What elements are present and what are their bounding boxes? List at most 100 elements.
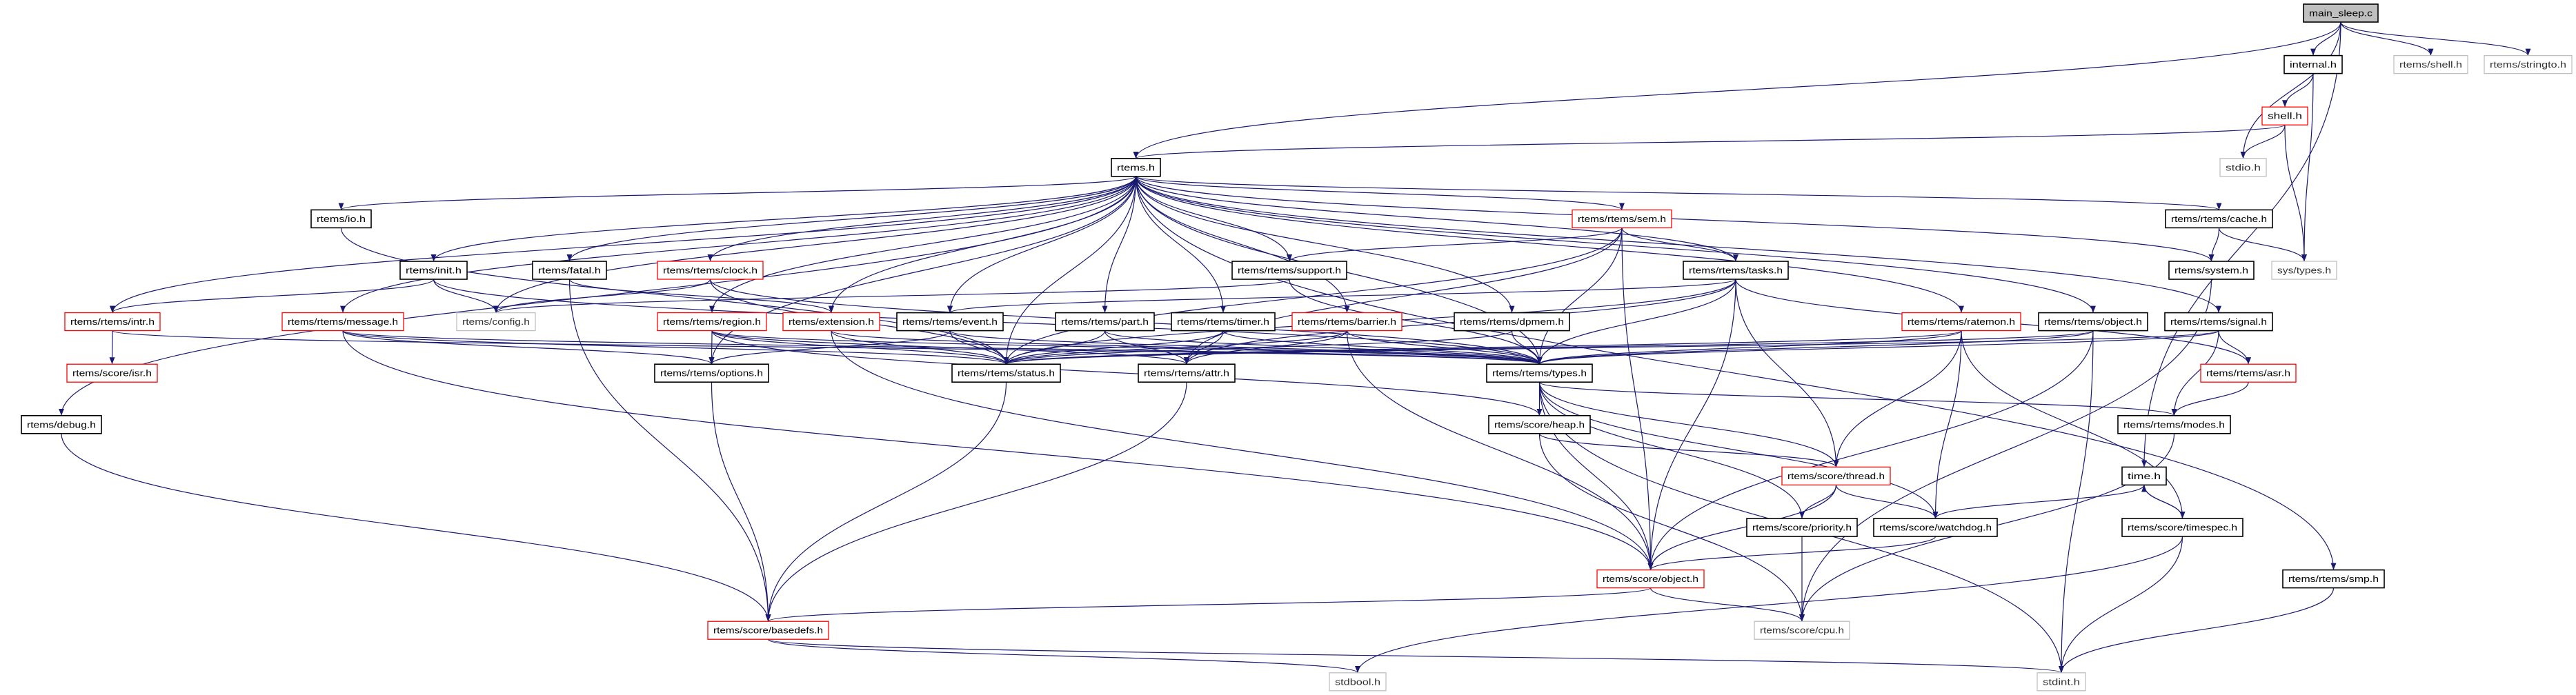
edge-rtems-system-h-to-rtems-score-cpu-h [1799, 279, 2212, 622]
edge-rtems-h-to-rtems-rtems-cache-h [1135, 176, 2221, 210]
node-rtems-rtems-timer-h[interactable]: rtems/rtems/timer.h [1171, 312, 1276, 332]
node-rtems-score-isr-h[interactable]: rtems/score/isr.h [66, 363, 158, 383]
node-rtems-debug-h[interactable]: rtems/debug.h [21, 414, 102, 434]
edge-rtems-rtems-support-h-to-rtems-config-h [493, 279, 1290, 314]
node-rtems-rtems-clock-h[interactable]: rtems/rtems/clock.h [657, 261, 764, 280]
node-rtems-rtems-sem-h[interactable]: rtems/rtems/sem.h [1572, 209, 1672, 229]
node-label: main_sleep.c [2309, 8, 2373, 19]
node-rtems-rtems-dpmem-h[interactable]: rtems/rtems/dpmem.h [1454, 312, 1570, 332]
edge-rtems-h-to-rtems-rtems-event-h [947, 176, 1137, 313]
node-rtems-h[interactable]: rtems.h [1111, 158, 1161, 177]
node-rtems-rtems-ratemon-h[interactable]: rtems/rtems/ratemon.h [1901, 312, 2021, 332]
node-rtems-rtems-smp-h[interactable]: rtems/rtems/smp.h [2282, 569, 2385, 589]
node-box [1111, 158, 1161, 177]
edge-main-sleep-c-to-stdio-h [2240, 21, 2341, 159]
node-rtems-score-heap-h[interactable]: rtems/score/heap.h [1488, 414, 1591, 434]
node-label: rtems/score/basedefs.h [713, 625, 823, 636]
node-label: rtems/score/timespec.h [2128, 523, 2237, 533]
node-time-h[interactable]: time.h [2121, 466, 2167, 486]
edge-rtems-rtems-sem-h-to-rtems-rtems-support-h [1287, 227, 1623, 262]
edge-shell-h-to-stdio-h [2240, 125, 2286, 159]
node-label: rtems/extension.h [789, 316, 874, 327]
edge-rtems-rtems-options-h-to-rtems-score-basedefs-h [711, 382, 771, 622]
node-box [1901, 312, 2021, 332]
edge-rtems-rtems-clock-h-to-rtems-config-h [493, 279, 711, 313]
node-label: rtems/rtems/clock.h [663, 265, 757, 276]
edge-rtems-fatal-h-to-rtems-score-basedefs-h [568, 279, 771, 622]
edge-rtems-rtems-region-h-to-rtems-rtems-status-h [711, 330, 1009, 365]
edge-rtems-rtems-smp-h-to-stdint-h [2059, 587, 2335, 673]
node-rtems-score-timespec-h[interactable]: rtems/score/timespec.h [2121, 518, 2243, 537]
node-rtems-rtems-status-h[interactable]: rtems/rtems/status.h [951, 363, 1061, 383]
node-rtems-rtems-attr-h[interactable]: rtems/rtems/attr.h [1138, 363, 1236, 383]
node-box [281, 312, 404, 332]
edge-rtems-rtems-dpmem-h-to-rtems-rtems-status-h [1003, 330, 1513, 365]
node-label: rtems/rtems/region.h [663, 316, 761, 327]
node-box [1171, 312, 1276, 332]
node-rtems-rtems-message-h[interactable]: rtems/rtems/message.h [281, 312, 404, 332]
node-rtems-rtems-support-h[interactable]: rtems/rtems/support.h [1231, 261, 1347, 280]
edge-rtems-h-to-rtems-rtems-object-h [1135, 176, 2096, 313]
edge-rtems-rtems-ratemon-h-to-rtems-rtems-status-h [1004, 330, 1962, 365]
node-rtems-rtems-part-h[interactable]: rtems/rtems/part.h [1055, 312, 1155, 332]
node-rtems-rtems-intr-h[interactable]: rtems/rtems/intr.h [64, 312, 161, 332]
node-label: rtems/fatal.h [538, 265, 601, 276]
node-label: rtems/rtems/sem.h [1578, 214, 1666, 224]
node-box [1572, 209, 1672, 229]
edge-main-sleep-c-to-internal-h [2310, 21, 2341, 56]
node-label: rtems/rtems/smp.h [2288, 574, 2379, 584]
node-rtems-rtems-options-h[interactable]: rtems/rtems/options.h [654, 363, 769, 383]
edge-rtems-debug-h-to-rtems-score-basedefs-h [61, 433, 771, 622]
edge-rtems-rtems-types-h-to-rtems-score-watchdog-h [1538, 382, 1939, 519]
edge-rtems-rtems-cache-h-to-rtems-system-h [2208, 228, 2220, 262]
node-label: rtems/score/object.h [1603, 574, 1698, 584]
node-box [1683, 261, 1789, 280]
node-rtems-rtems-types-h[interactable]: rtems/rtems/types.h [1486, 363, 1593, 383]
edge-internal-h-to-shell-h [2282, 73, 2314, 108]
node-label: rtems/rtems/tasks.h [1689, 265, 1783, 276]
node-shell-h[interactable]: shell.h [2261, 106, 2308, 125]
edge-rtems-rtems-tasks-h-to-rtems-score-thread-h [1735, 279, 1839, 467]
node-rtems-score-priority-h[interactable]: rtems/score/priority.h [1746, 518, 1858, 537]
node-rtems-rtems-tasks-h[interactable]: rtems/rtems/tasks.h [1683, 261, 1789, 280]
edge-rtems-rtems-types-h-to-rtems-score-priority-h [1538, 382, 1805, 519]
edge-rtems-rtems-asr-h-to-rtems-rtems-modes-h [2171, 382, 2249, 416]
edge-rtems-rtems-types-h-to-rtems-rtems-modes-h [1538, 381, 2177, 416]
edge-rtems-rtems-region-h-to-rtems-rtems-options-h [709, 330, 715, 365]
node-box [1754, 621, 1850, 640]
edge-rtems-h-to-rtems-rtems-ratemon-h [1135, 176, 1964, 313]
node-box [1055, 312, 1155, 332]
node-rtems-rtems-region-h[interactable]: rtems/rtems/region.h [657, 312, 767, 332]
node-rtems-extension-h[interactable]: rtems/extension.h [782, 312, 880, 332]
edge-rtems-rtems-sem-h-to-rtems-rtems-types-h [1536, 228, 1623, 365]
node-rtems-score-object-h[interactable]: rtems/score/object.h [1596, 569, 1705, 589]
edge-rtems-rtems-event-h-to-rtems-rtems-types-h [949, 330, 1543, 365]
edge-rtems-rtems-ratemon-h-to-rtems-score-timespec-h [1961, 330, 2186, 519]
node-rtems-rtems-signal-h[interactable]: rtems/rtems/signal.h [2164, 312, 2273, 332]
node-rtems-score-watchdog-h[interactable]: rtems/score/watchdog.h [1873, 518, 1998, 537]
node-rtems-score-thread-h[interactable]: rtems/score/thread.h [1781, 466, 1891, 486]
node-rtems-system-h[interactable]: rtems/system.h [2168, 261, 2255, 280]
node-label: rtems.h [1117, 162, 1155, 172]
edge-rtems-rtems-object-h-to-rtems-rtems-types-h [1536, 330, 2094, 365]
edge-rtems-h-to-rtems-rtems-barrier-h [1135, 176, 1350, 313]
node-rtems-rtems-asr-h[interactable]: rtems/rtems/asr.h [2200, 363, 2297, 383]
node-rtems-rtems-event-h[interactable]: rtems/rtems/event.h [896, 312, 1004, 332]
node-internal-h[interactable]: internal.h [2283, 54, 2343, 74]
node-rtems-rtems-modes-h[interactable]: rtems/rtems/modes.h [2117, 414, 2231, 434]
node-label: rtems/io.h [317, 214, 366, 224]
node-box [2117, 414, 2231, 434]
node-label: rtems/rtems/status.h [958, 368, 1055, 379]
node-rtems-fatal-h[interactable]: rtems/fatal.h [532, 261, 607, 280]
edge-rtems-score-timespec-h-to-stdbool-h [1355, 536, 2183, 673]
edge-rtems-rtems-barrier-h-to-rtems-rtems-types-h [1346, 330, 1543, 365]
node-rtems-rtems-object-h[interactable]: rtems/rtems/object.h [2038, 312, 2148, 332]
node-label: rtems/rtems/event.h [902, 316, 998, 327]
node-rtems-score-basedefs-h[interactable]: rtems/score/basedefs.h [707, 621, 829, 640]
node-rtems-rtems-barrier-h[interactable]: rtems/rtems/barrier.h [1291, 312, 1403, 332]
node-rtems-io-h[interactable]: rtems/io.h [310, 209, 372, 229]
edge-rtems-rtems-object-h-to-rtems-score-object-h [1647, 330, 2094, 570]
node-rtems-rtems-cache-h[interactable]: rtems/rtems/cache.h [2165, 209, 2273, 229]
edge-rtems-h-to-rtems-rtems-message-h [340, 176, 1137, 313]
node-rtems-init-h[interactable]: rtems/init.h [399, 261, 468, 280]
